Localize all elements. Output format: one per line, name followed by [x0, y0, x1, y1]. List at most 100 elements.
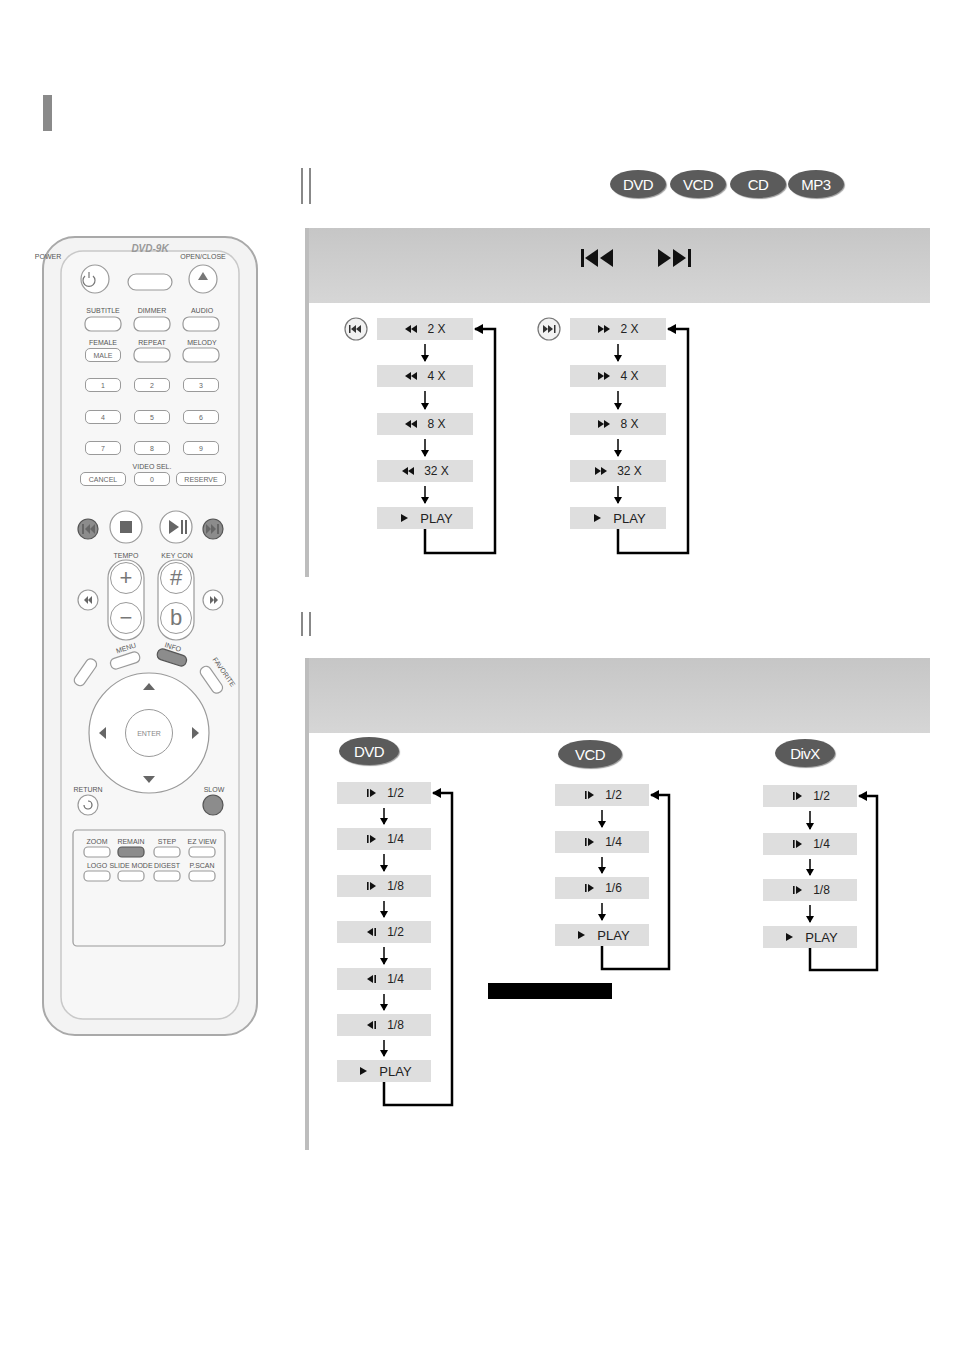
disc-badge: DVD: [339, 737, 399, 765]
speed-box: 1/4: [337, 968, 431, 990]
node-text: 4 X: [620, 369, 638, 383]
playback-icon: [356, 1066, 370, 1076]
node-text: 8 X: [620, 417, 638, 431]
step-arrow: [809, 811, 811, 829]
speed-box: 4 X: [570, 365, 666, 387]
speed-box: 2 X: [570, 318, 666, 340]
speed-box: 1/2: [337, 921, 431, 943]
speed-box: 1/2: [337, 782, 431, 804]
playback-icon: [404, 419, 418, 429]
node-text: PLAY: [613, 511, 645, 526]
node-text: 4: [101, 414, 105, 421]
button-label: RETURN: [73, 786, 102, 793]
speed-box: 1/8: [337, 875, 431, 897]
remote-button: 4: [85, 410, 121, 424]
speed-box: 1/8: [763, 879, 857, 901]
node-text: 2: [150, 382, 154, 389]
playback-icon: [790, 839, 804, 849]
button-label: DIMMER: [138, 307, 166, 314]
step-arrow: [809, 859, 811, 875]
button-label: MELODY: [187, 339, 217, 346]
speed-box: 1/8: [337, 1014, 431, 1036]
step-arrow: [617, 439, 619, 456]
button-label: POWER: [35, 253, 61, 260]
node-text: 1/8: [387, 1018, 404, 1032]
node-text: 1/8: [813, 883, 830, 897]
step-arrow: [601, 857, 603, 873]
node-text: 0: [150, 476, 154, 483]
node-text: 1/2: [605, 788, 622, 802]
disc-badge: VCD: [558, 740, 622, 768]
node-text: 32 X: [424, 464, 449, 478]
remote-button: 9: [183, 441, 219, 455]
remote-button: 2: [134, 378, 170, 392]
button-label: REPEAT: [138, 339, 166, 346]
node-text: 1/4: [387, 972, 404, 986]
button-label: DIGEST: [154, 862, 180, 869]
remote-button: CANCEL: [80, 472, 125, 486]
playback-icon: [364, 834, 378, 844]
remote-button: 0: [134, 472, 170, 486]
remote-button: 1: [85, 378, 121, 392]
node-text: −: [120, 605, 133, 631]
node-text: 1/4: [605, 835, 622, 849]
step-arrow: [383, 901, 385, 917]
playback-icon: [364, 974, 378, 984]
node-text: 32 X: [617, 464, 642, 478]
speed-box: 8 X: [377, 413, 473, 435]
remote-button: 6: [183, 410, 219, 424]
node-text: 1/4: [387, 832, 404, 846]
speed-box: 2 X: [377, 318, 473, 340]
speed-box: 1/4: [337, 828, 431, 850]
step-arrow: [601, 903, 603, 920]
enter-button: ENTER: [125, 709, 173, 757]
remote-button: 3: [183, 378, 219, 392]
remote-button: #: [160, 562, 192, 594]
playback-icon: [364, 881, 378, 891]
play-box: PLAY: [763, 926, 857, 948]
play-box: PLAY: [377, 507, 473, 529]
speed-box: 4 X: [377, 365, 473, 387]
button-label: AUDIO: [191, 307, 213, 314]
play-box: PLAY: [337, 1060, 431, 1082]
playback-icon: [582, 790, 596, 800]
playback-icon: [401, 466, 415, 476]
remote-button: 8: [134, 441, 170, 455]
playback-icon: [404, 371, 418, 381]
step-arrow: [617, 486, 619, 503]
step-arrow: [424, 344, 426, 361]
playback-icon: [790, 791, 804, 801]
button-label: LOGO: [87, 862, 107, 869]
node-text: PLAY: [597, 928, 629, 943]
node-text: PLAY: [805, 930, 837, 945]
playback-icon: [364, 1020, 378, 1030]
node-text: DVD: [354, 743, 384, 760]
playback-icon: [597, 419, 611, 429]
step-arrow: [424, 486, 426, 503]
node-text: #: [170, 565, 182, 591]
button-label: VIDEO SEL.: [133, 463, 172, 470]
node-text: 2 X: [427, 322, 445, 336]
node-text: DVD: [623, 176, 653, 193]
button-label: SUBTITLE: [86, 307, 119, 314]
remote-logo: DVD-9K: [131, 243, 168, 254]
play-box: PLAY: [555, 924, 649, 946]
disc-badge: VCD: [670, 170, 726, 198]
node-text: 1: [101, 382, 105, 389]
step-arrow: [424, 439, 426, 456]
speed-box: 1/2: [763, 785, 857, 807]
step-arrow: [383, 854, 385, 871]
playback-icon: [364, 788, 378, 798]
button-label: ZOOM: [87, 838, 108, 845]
node-text: 9: [199, 445, 203, 452]
node-text: CANCEL: [89, 476, 117, 483]
node-text: 8: [150, 445, 154, 452]
playback-icon: [597, 324, 611, 334]
speed-box: 32 X: [570, 460, 666, 482]
playback-icon: [364, 927, 378, 937]
speed-box: 1/6: [555, 877, 649, 899]
node-text: b: [170, 605, 182, 631]
node-text: 5: [150, 414, 154, 421]
